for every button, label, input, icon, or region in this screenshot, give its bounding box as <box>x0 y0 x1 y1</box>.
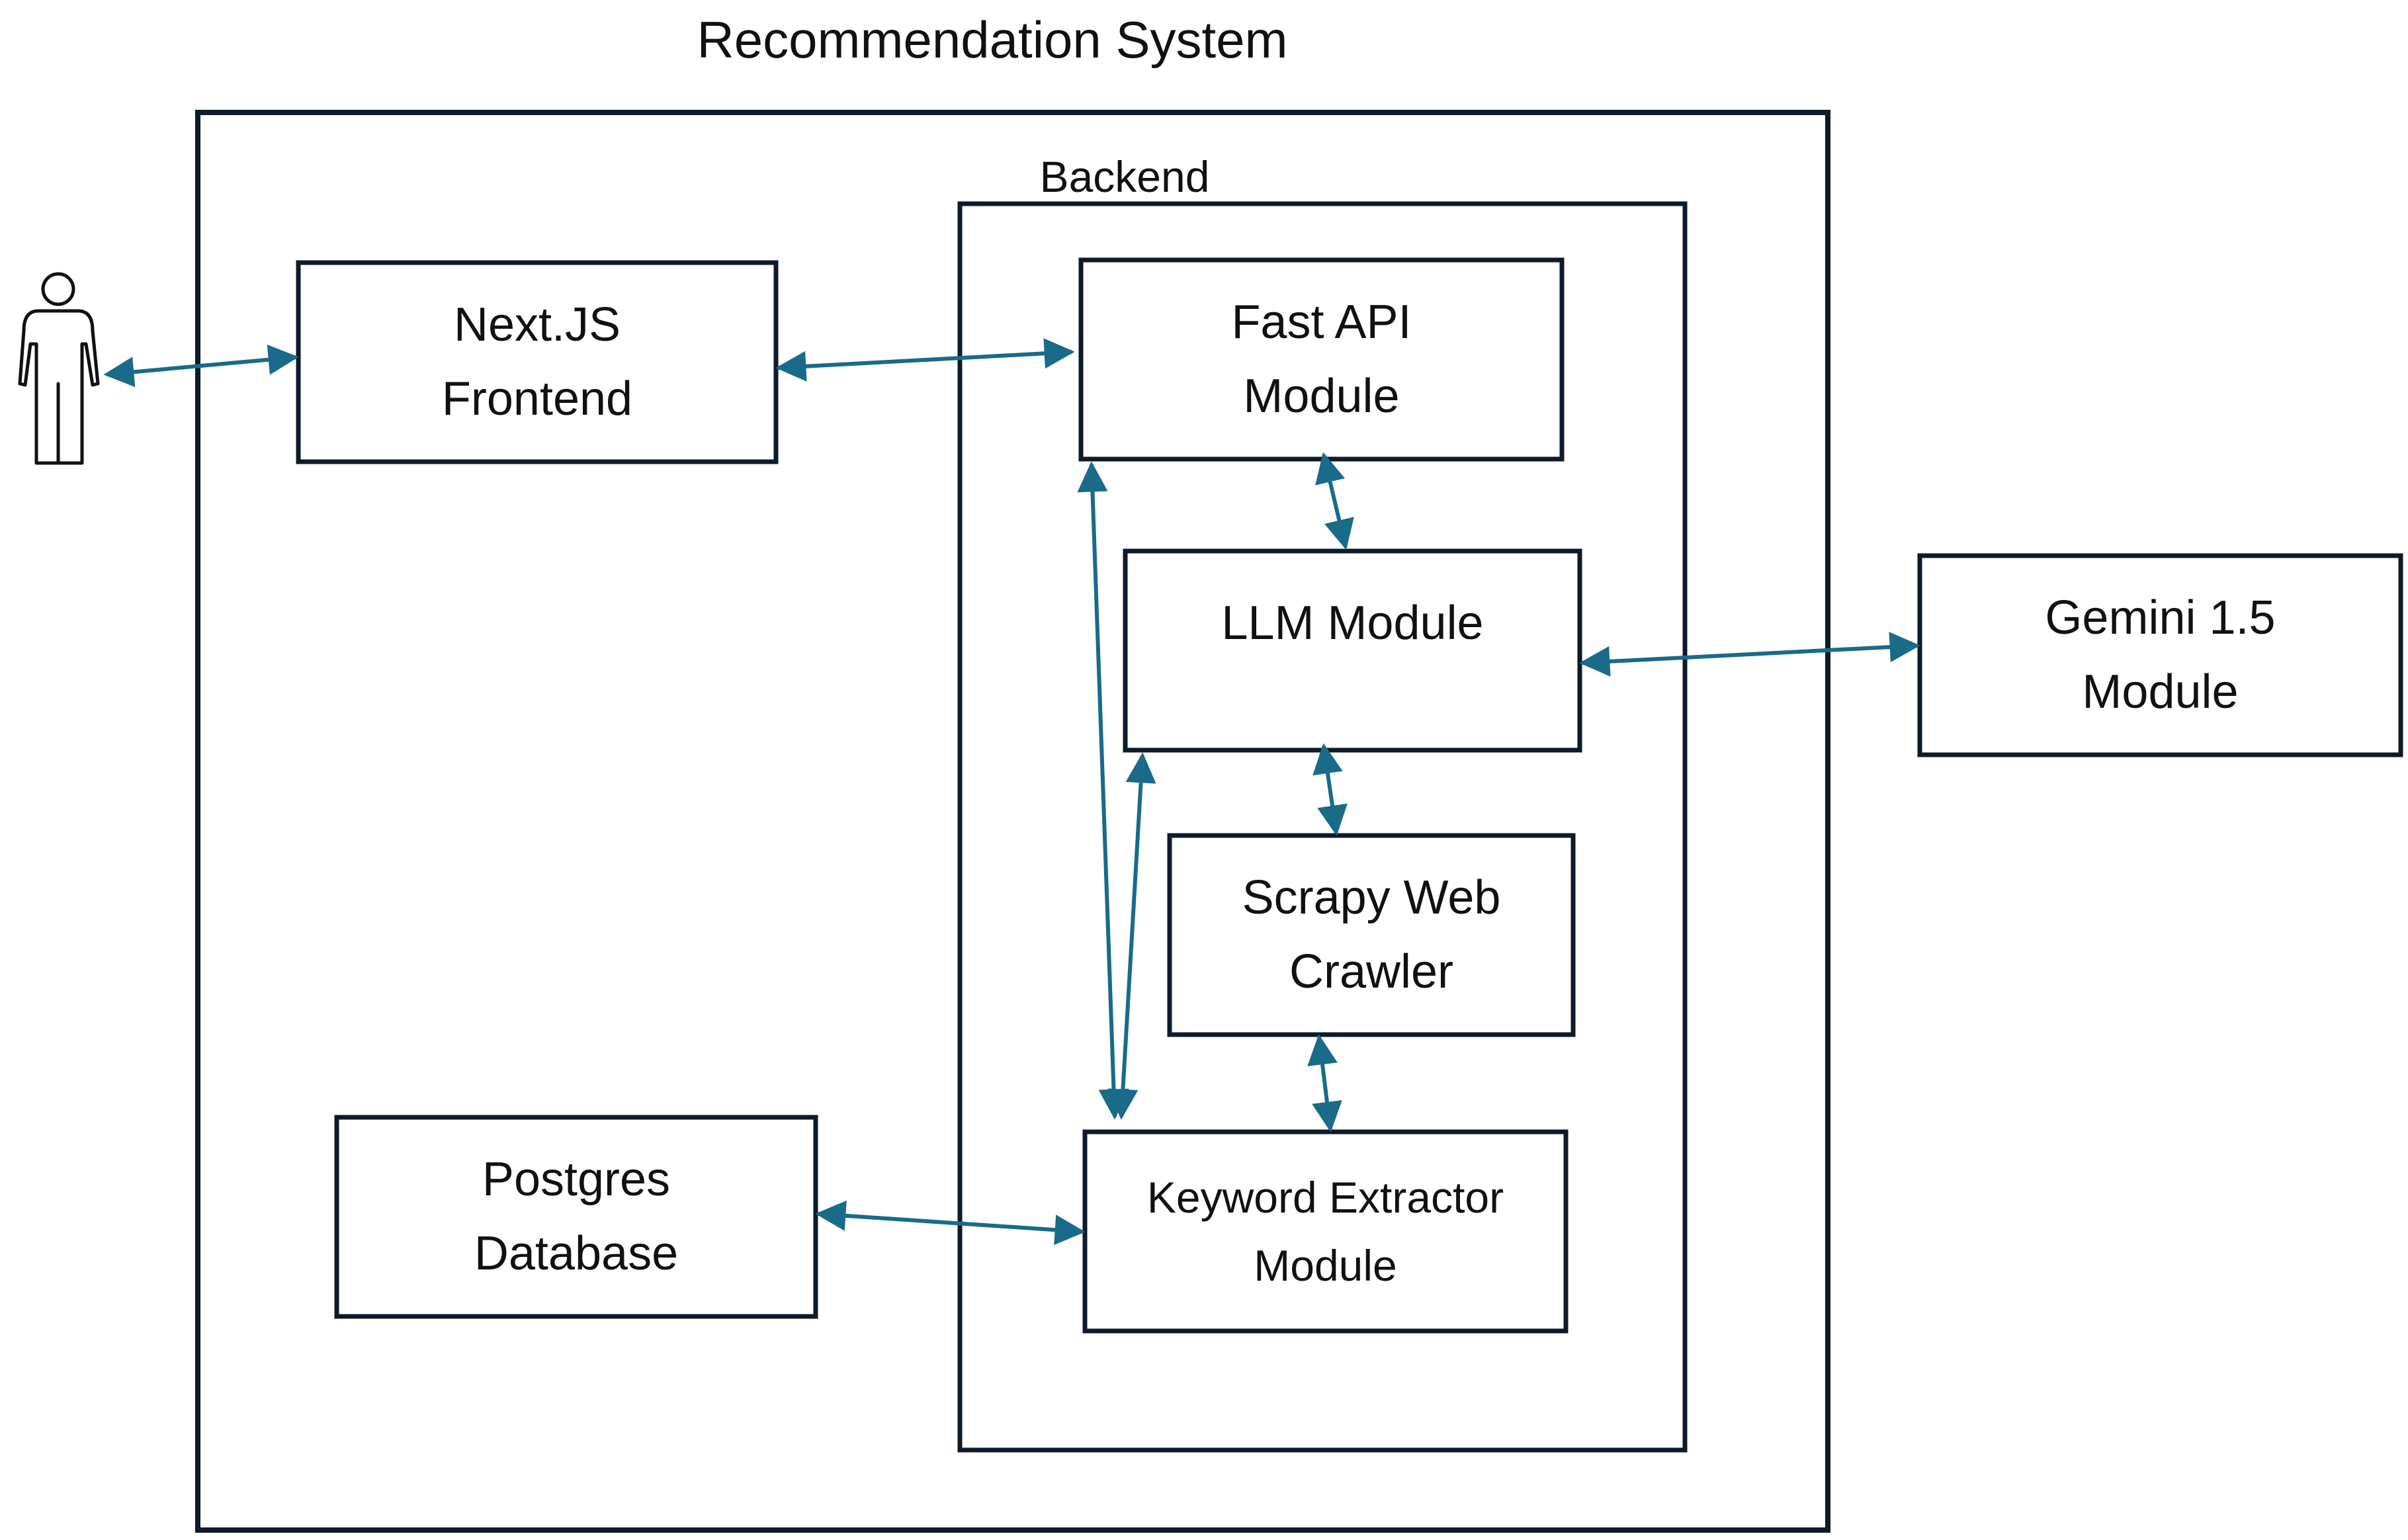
postgres-label: Postgres Database <box>337 1117 816 1316</box>
scrapy-label: Scrapy Web Crawler <box>1170 835 1573 1035</box>
backend-boundary <box>957 201 1688 1453</box>
arrow-frontend-fastapi <box>775 338 1075 382</box>
arrow-fastapi-keyword <box>1077 461 1129 1120</box>
keyword-label-line1: Keyword Extractor <box>1146 1173 1504 1222</box>
gemini-label: Gemini 1.5 Module <box>1920 556 2401 755</box>
arrow-scrapy-keyword <box>1307 1034 1342 1133</box>
keyword-label: Keyword Extractor Module <box>1085 1132 1566 1331</box>
gemini-label-line2: Module <box>2082 665 2239 718</box>
llm-box <box>1123 548 1582 753</box>
frontend-label: Next.JS Frontend <box>298 263 776 462</box>
postgres-label-line2: Database <box>474 1226 679 1280</box>
backend-label: Backend <box>1039 151 1210 201</box>
frontend-box <box>296 260 779 464</box>
system-boundary <box>195 110 1830 1533</box>
postgres-box <box>334 1115 818 1319</box>
arrow-llm-scrapy <box>1312 743 1348 836</box>
scrapy-label-line1: Scrapy Web <box>1242 871 1501 924</box>
arrow-fastapi-llm <box>1315 452 1354 550</box>
fastapi-label-line1: Fast API <box>1231 295 1412 349</box>
llm-label: LLM Module <box>1125 551 1580 697</box>
keyword-label-line2: Module <box>1254 1240 1397 1290</box>
frontend-label-line1: Next.JS <box>453 298 621 351</box>
arrow-llm-keyword <box>1107 752 1156 1120</box>
fastapi-label-line2: Module <box>1243 369 1400 423</box>
person-icon <box>18 272 100 465</box>
frontend-label-line2: Frontend <box>441 372 633 425</box>
arrow-user-frontend <box>103 344 299 388</box>
scrapy-label-line2: Crawler <box>1289 945 1454 998</box>
keyword-box <box>1082 1129 1569 1334</box>
gemini-label-line1: Gemini 1.5 <box>2045 591 2276 644</box>
fastapi-label: Fast API Module <box>1081 260 1562 459</box>
scrapy-box <box>1167 833 1576 1037</box>
gemini-box <box>1917 553 2403 757</box>
llm-label-line1: LLM Module <box>1221 597 1484 650</box>
arrow-llm-gemini <box>1579 632 1920 677</box>
diagram-title: Recommendation System <box>697 10 1288 69</box>
arrows <box>103 338 1920 1246</box>
postgres-label-line1: Postgres <box>482 1152 671 1206</box>
arrow-postgres-keyword <box>815 1200 1086 1246</box>
